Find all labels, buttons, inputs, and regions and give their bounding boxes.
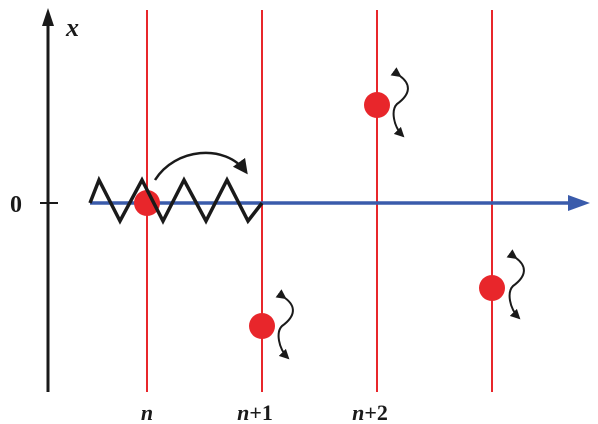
particle-n — [134, 190, 160, 216]
site-label-n-plus-2: n+2 — [352, 400, 388, 424]
particle-n-plus-1 — [249, 313, 275, 339]
double-headed-vibration-arrow-icon — [390, 67, 409, 138]
origin-label: 0 — [10, 192, 22, 218]
site-label-n: n — [141, 400, 153, 424]
particle-n-plus-3 — [479, 275, 505, 301]
zigzag-spring-icon — [88, 175, 264, 225]
site-label-n-plus-1: n+1 — [237, 400, 273, 424]
curved-hop-arrow-icon — [153, 151, 248, 181]
double-headed-vibration-arrow-icon — [275, 289, 294, 360]
horizontal-axis-arrowhead — [568, 195, 590, 211]
particle-n-plus-2 — [364, 92, 390, 118]
double-headed-vibration-arrow-icon — [506, 249, 525, 320]
vertical-axis-label: x — [65, 13, 79, 42]
vertical-axis-arrowhead — [42, 8, 54, 26]
